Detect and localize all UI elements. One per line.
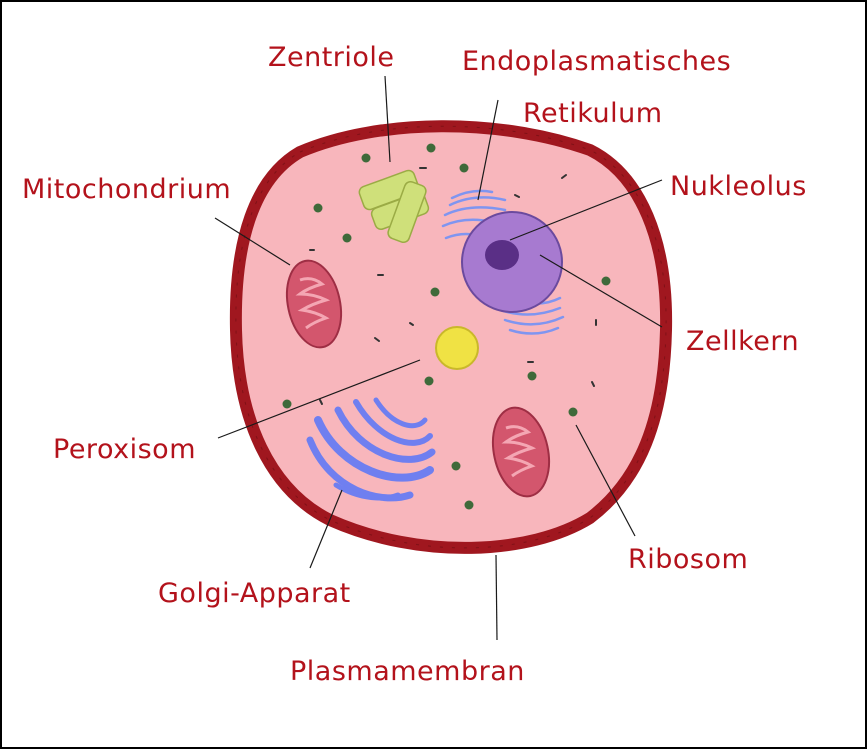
cytoplasm-granules <box>309 167 597 405</box>
mitochondrion-left <box>285 259 343 349</box>
peroxisome <box>435 326 479 370</box>
nucleolus <box>485 240 519 270</box>
mitochondrion-right <box>491 406 551 498</box>
label-ribosom: Ribosom <box>628 544 748 575</box>
label-plasmamembran: Plasmamembran <box>290 656 525 687</box>
label-er-line1: Endoplasmatisches <box>462 46 731 77</box>
label-golgi: Golgi-Apparat <box>158 578 351 609</box>
label-er-line2: Retikulum <box>523 98 663 129</box>
label-peroxisom: Peroxisom <box>53 434 196 465</box>
centriole <box>358 169 430 244</box>
leader-lines <box>214 75 663 641</box>
label-zellkern: Zellkern <box>686 326 799 357</box>
label-zentriole: Zentriole <box>268 42 395 73</box>
golgi-apparatus <box>306 397 436 502</box>
ribosomes <box>282 143 611 510</box>
label-mitochondrium: Mitochondrium <box>22 174 231 205</box>
label-nukleolus: Nukleolus <box>670 171 807 202</box>
